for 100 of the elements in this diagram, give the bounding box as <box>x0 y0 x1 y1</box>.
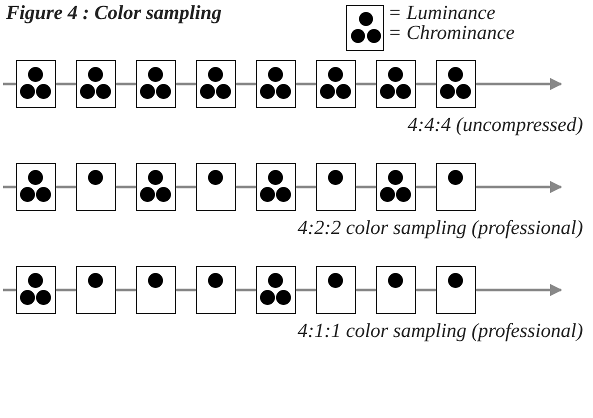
sample-dot <box>268 273 283 288</box>
sample-box <box>76 266 116 314</box>
connector-line <box>416 82 436 86</box>
connector-line <box>296 186 316 188</box>
sample-box <box>436 60 476 108</box>
sample-dot <box>260 290 275 305</box>
sample-box <box>196 60 236 108</box>
sample-dot <box>336 84 351 99</box>
sample-dot <box>36 187 51 202</box>
sample-dot <box>388 273 403 288</box>
connector-line <box>116 82 136 86</box>
sample-dot <box>260 84 275 99</box>
connector-line <box>3 288 16 292</box>
connector-line <box>116 288 136 292</box>
connector-line <box>416 186 436 188</box>
sample-dot <box>140 187 155 202</box>
sample-dot <box>148 67 163 82</box>
connector-line <box>356 186 376 188</box>
sample-dot <box>388 170 403 185</box>
sample-box <box>16 163 56 211</box>
arrow <box>476 78 562 90</box>
row-caption: 4:1:1 color sampling (professional) <box>298 320 583 343</box>
sample-box <box>256 163 296 211</box>
sample-dot <box>276 84 291 99</box>
sample-box <box>436 266 476 314</box>
connector-line <box>236 288 256 292</box>
sample-box <box>136 266 176 314</box>
sample-dot <box>208 273 223 288</box>
sample-dot <box>148 170 163 185</box>
sample-dot <box>448 67 463 82</box>
sample-dot <box>200 84 215 99</box>
legend-text: = Chrominance <box>388 22 515 44</box>
sample-box <box>376 60 416 108</box>
connector-line <box>296 288 316 292</box>
sample-dot <box>28 273 43 288</box>
arrow <box>476 284 562 296</box>
sample-dot <box>88 170 103 185</box>
sample-box <box>376 163 416 211</box>
sample-dot <box>36 290 51 305</box>
sample-dot <box>328 67 343 82</box>
sample-dot <box>156 84 171 99</box>
sample-dot <box>396 187 411 202</box>
sample-dot <box>380 187 395 202</box>
connector-line <box>236 186 256 188</box>
sample-box <box>256 60 296 108</box>
sample-box <box>76 60 116 108</box>
sample-box <box>316 163 356 211</box>
connector-line <box>176 288 196 292</box>
sample-box <box>196 266 236 314</box>
sample-dot <box>80 84 95 99</box>
connector-line <box>176 186 196 188</box>
sample-dot <box>96 84 111 99</box>
sample-box <box>196 163 236 211</box>
sample-dot <box>388 67 403 82</box>
connector-line <box>296 82 316 86</box>
sample-dot <box>260 187 275 202</box>
connector-line <box>356 82 376 86</box>
legend-text: = Luminance <box>388 2 496 24</box>
sample-dot <box>216 84 231 99</box>
sample-dot <box>268 67 283 82</box>
sample-dot <box>88 67 103 82</box>
sample-box <box>76 163 116 211</box>
sample-box <box>16 266 56 314</box>
sample-dot <box>268 170 283 185</box>
sample-box <box>436 163 476 211</box>
sample-dot <box>276 290 291 305</box>
row-caption: 4:4:4 (uncompressed) <box>408 114 583 137</box>
connector-line <box>3 82 16 86</box>
sample-box <box>316 266 356 314</box>
sample-dot <box>20 84 35 99</box>
sample-dot <box>208 170 223 185</box>
sample-dot <box>20 187 35 202</box>
sample-dot <box>88 273 103 288</box>
sample-dot <box>440 84 455 99</box>
connector-line <box>56 186 76 188</box>
sample-dot <box>328 273 343 288</box>
row-caption: 4:2:2 color sampling (professional) <box>298 217 583 240</box>
connector-line <box>176 82 196 86</box>
sample-dot <box>456 84 471 99</box>
sample-dot <box>448 170 463 185</box>
sample-dot <box>28 67 43 82</box>
arrow <box>476 180 562 194</box>
connector-line <box>236 82 256 86</box>
figure-title: Figure 4 : Color sampling <box>6 2 222 25</box>
connector-line <box>56 82 76 86</box>
connector-line <box>416 288 436 292</box>
sample-dot <box>380 84 395 99</box>
sample-box <box>256 266 296 314</box>
connector-line <box>3 186 16 188</box>
connector-line <box>356 288 376 292</box>
sample-box <box>136 163 176 211</box>
sample-dot <box>36 84 51 99</box>
sample-dot <box>148 273 163 288</box>
sample-box <box>136 60 176 108</box>
sample-box <box>376 266 416 314</box>
sample-dot <box>208 67 223 82</box>
connector-line <box>116 186 136 188</box>
sample-dot <box>156 187 171 202</box>
sample-dot <box>276 187 291 202</box>
sample-dot <box>328 170 343 185</box>
